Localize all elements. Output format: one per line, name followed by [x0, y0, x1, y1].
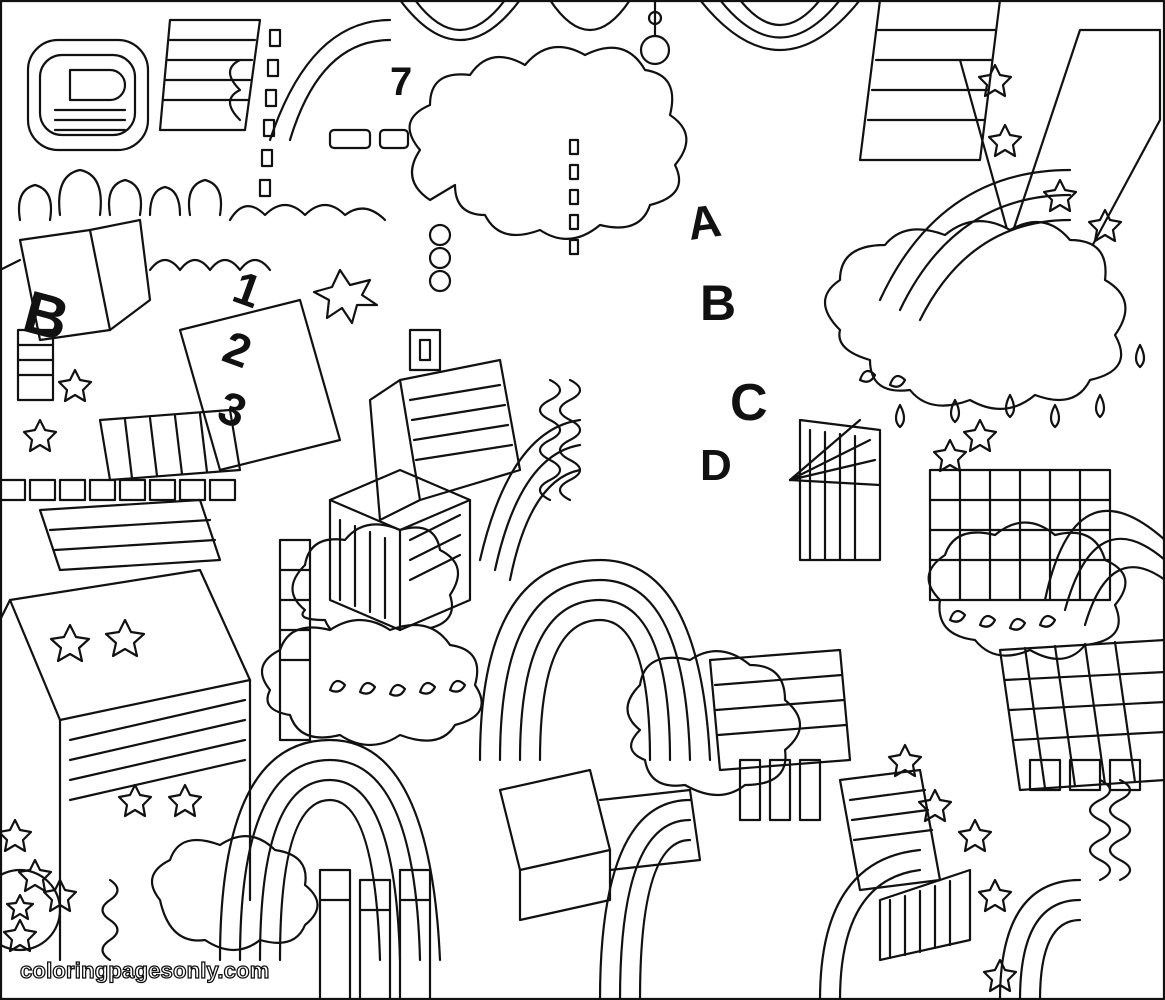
top-band — [26, 0, 1162, 252]
svg-text:2: 2 — [217, 321, 259, 379]
watermark-text: coloringpagesonly.com — [19, 957, 270, 983]
buildings — [0, 218, 1165, 1000]
squiggles — [101, 378, 1132, 962]
clouds — [148, 45, 1146, 952]
svg-text:3: 3 — [212, 381, 254, 439]
scroll-curls — [328, 369, 1057, 697]
round-badge — [0, 868, 62, 952]
svg-text:D: D — [700, 441, 732, 490]
dotted-lines — [258, 28, 580, 256]
svg-text:B: B — [700, 275, 736, 331]
svg-text:7: 7 — [390, 60, 412, 104]
svg-text:C: C — [730, 374, 768, 432]
drip-row — [17, 168, 452, 293]
svg-text:A: A — [684, 194, 724, 250]
svg-text:B: B — [17, 278, 76, 354]
rainbow-arches — [218, 18, 1165, 1000]
